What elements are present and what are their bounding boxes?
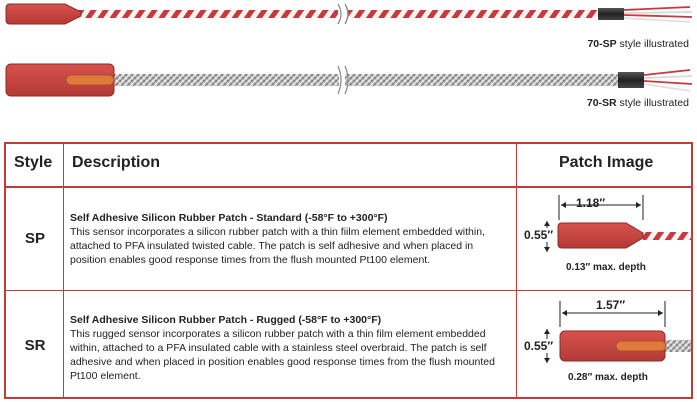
header-style: Style [14, 154, 53, 171]
header-description: Description [72, 154, 161, 171]
product-illustrations: 70-SP style illustrated 70-SR style illu… [0, 0, 697, 122]
row-style-label: SP [24, 230, 45, 247]
style-table: Style Description Patch Image SP Self Ad… [4, 142, 693, 399]
patch-diagram-sr [544, 301, 691, 363]
patch-depth-label: 0.28″ max. depth [568, 372, 648, 383]
row-body: This rugged sensor incorporates a silico… [70, 328, 495, 382]
header-patch-image: Patch Image [559, 154, 654, 171]
row-title: Self Adhesive Silicon Rubber Patch - Sta… [70, 212, 388, 224]
patch-height-label: 0.55″ [524, 339, 554, 353]
cable-illustration-svg [5, 3, 693, 97]
sr-illustration-caption: 70-SR style illustrated [586, 97, 689, 109]
patch-depth-label: 0.13″ max. depth [566, 262, 646, 273]
patch-height-label: 0.55″ [524, 228, 554, 242]
table-row-sr: SR Self Adhesive Silicon Rubber Patch - … [6, 291, 691, 397]
patch-image-sp: 1.18″ 0.55″ 0.13″ max. depth [518, 188, 691, 290]
patch-length-label: 1.18″ [576, 196, 606, 210]
row-title: Self Adhesive Silicon Rubber Patch - Rug… [70, 314, 382, 326]
patch-image-sr: 1.57″ 0.55″ 0.28″ max. depth [518, 291, 691, 397]
row-style-label: SR [24, 337, 46, 354]
sp-illustration-caption: 70-SP style illustrated [587, 38, 689, 50]
column-divider [63, 144, 64, 397]
sr-cable [5, 63, 693, 97]
patch-diagram-sp [544, 195, 691, 252]
patch-length-label: 1.57″ [596, 298, 626, 312]
sp-cable [5, 3, 693, 26]
row-description: Self Adhesive Silicon Rubber Patch - Rug… [70, 313, 510, 383]
table-header: Style Description Patch Image [6, 144, 691, 188]
table-row-sp: SP Self Adhesive Silicon Rubber Patch - … [6, 188, 691, 291]
row-description: Self Adhesive Silicon Rubber Patch - Sta… [70, 211, 510, 267]
column-divider [516, 144, 517, 397]
row-body: This sensor incorporates a silicon rubbe… [70, 226, 485, 266]
